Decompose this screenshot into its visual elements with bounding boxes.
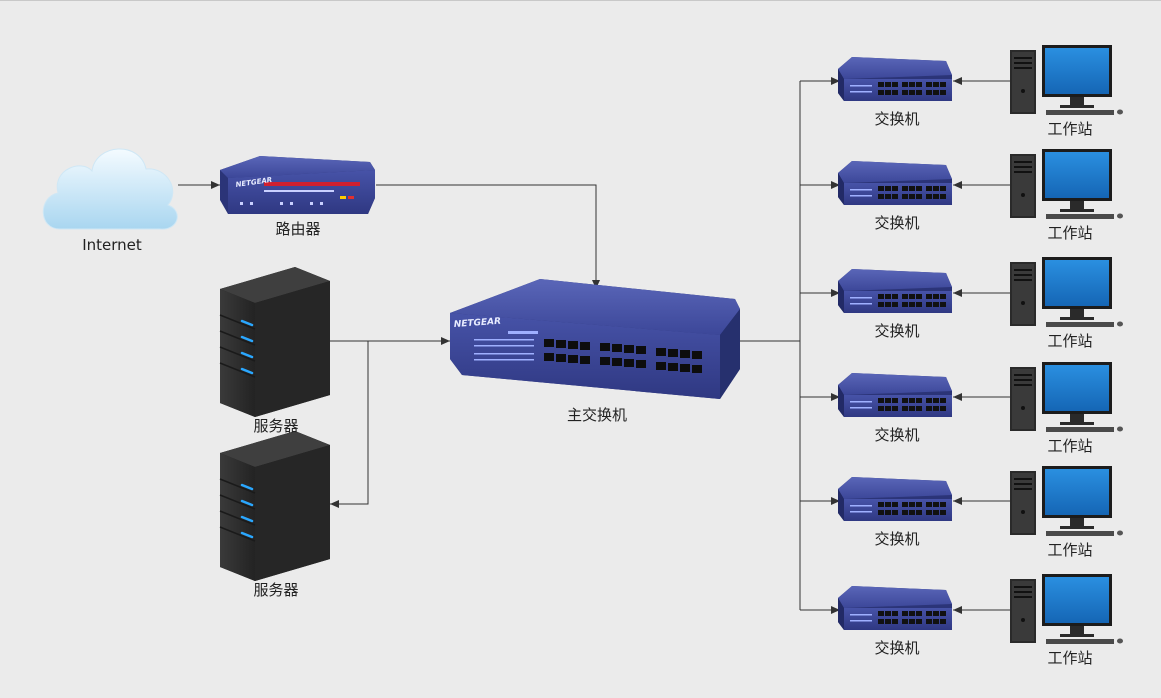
workstation-icon [1010, 257, 1123, 327]
switch-label: 交换机 [874, 110, 920, 128]
workstation-label: 工作站 [1047, 332, 1093, 350]
switch-icon [838, 269, 952, 313]
link-router-main-switch [376, 184, 600, 289]
main-switch-brand: NETGEAR [454, 317, 502, 330]
switch-label: 交换机 [874, 530, 920, 548]
switch-icon [838, 161, 952, 205]
workstation-icon [1010, 466, 1123, 536]
workstation-icon [1010, 574, 1123, 644]
router-icon [220, 156, 375, 214]
server-label: 服务器 [253, 581, 299, 599]
switch-icon [838, 477, 952, 521]
switch-label: 交换机 [874, 214, 920, 232]
server-icon [218, 265, 332, 419]
main-switch-icon [450, 279, 740, 399]
workstation-icon [1010, 362, 1123, 432]
switch-icon [838, 373, 952, 417]
main-switch-label: 主交换机 [566, 406, 628, 424]
internet-label: Internet [82, 236, 142, 254]
workstation-label: 工作站 [1047, 437, 1093, 455]
connection-lines [178, 77, 1010, 614]
switch-label: 交换机 [874, 322, 920, 340]
switch-label: 交换机 [874, 639, 920, 657]
workstation-icon [1010, 149, 1123, 219]
switch-icon [838, 57, 952, 101]
workstation-icon [1010, 45, 1123, 115]
workstation-label: 工作站 [1047, 224, 1093, 242]
link-main-switch-server2 [330, 341, 369, 508]
workstation-label: 工作站 [1047, 649, 1093, 667]
server-label: 服务器 [253, 417, 299, 435]
switch-label: 交换机 [874, 426, 920, 444]
switch-icon [838, 586, 952, 630]
server-icon [218, 429, 332, 583]
workstation-label: 工作站 [1047, 120, 1093, 138]
workstation-label: 工作站 [1047, 541, 1093, 559]
cloud-icon [42, 148, 178, 230]
router-label: 路由器 [275, 220, 321, 238]
